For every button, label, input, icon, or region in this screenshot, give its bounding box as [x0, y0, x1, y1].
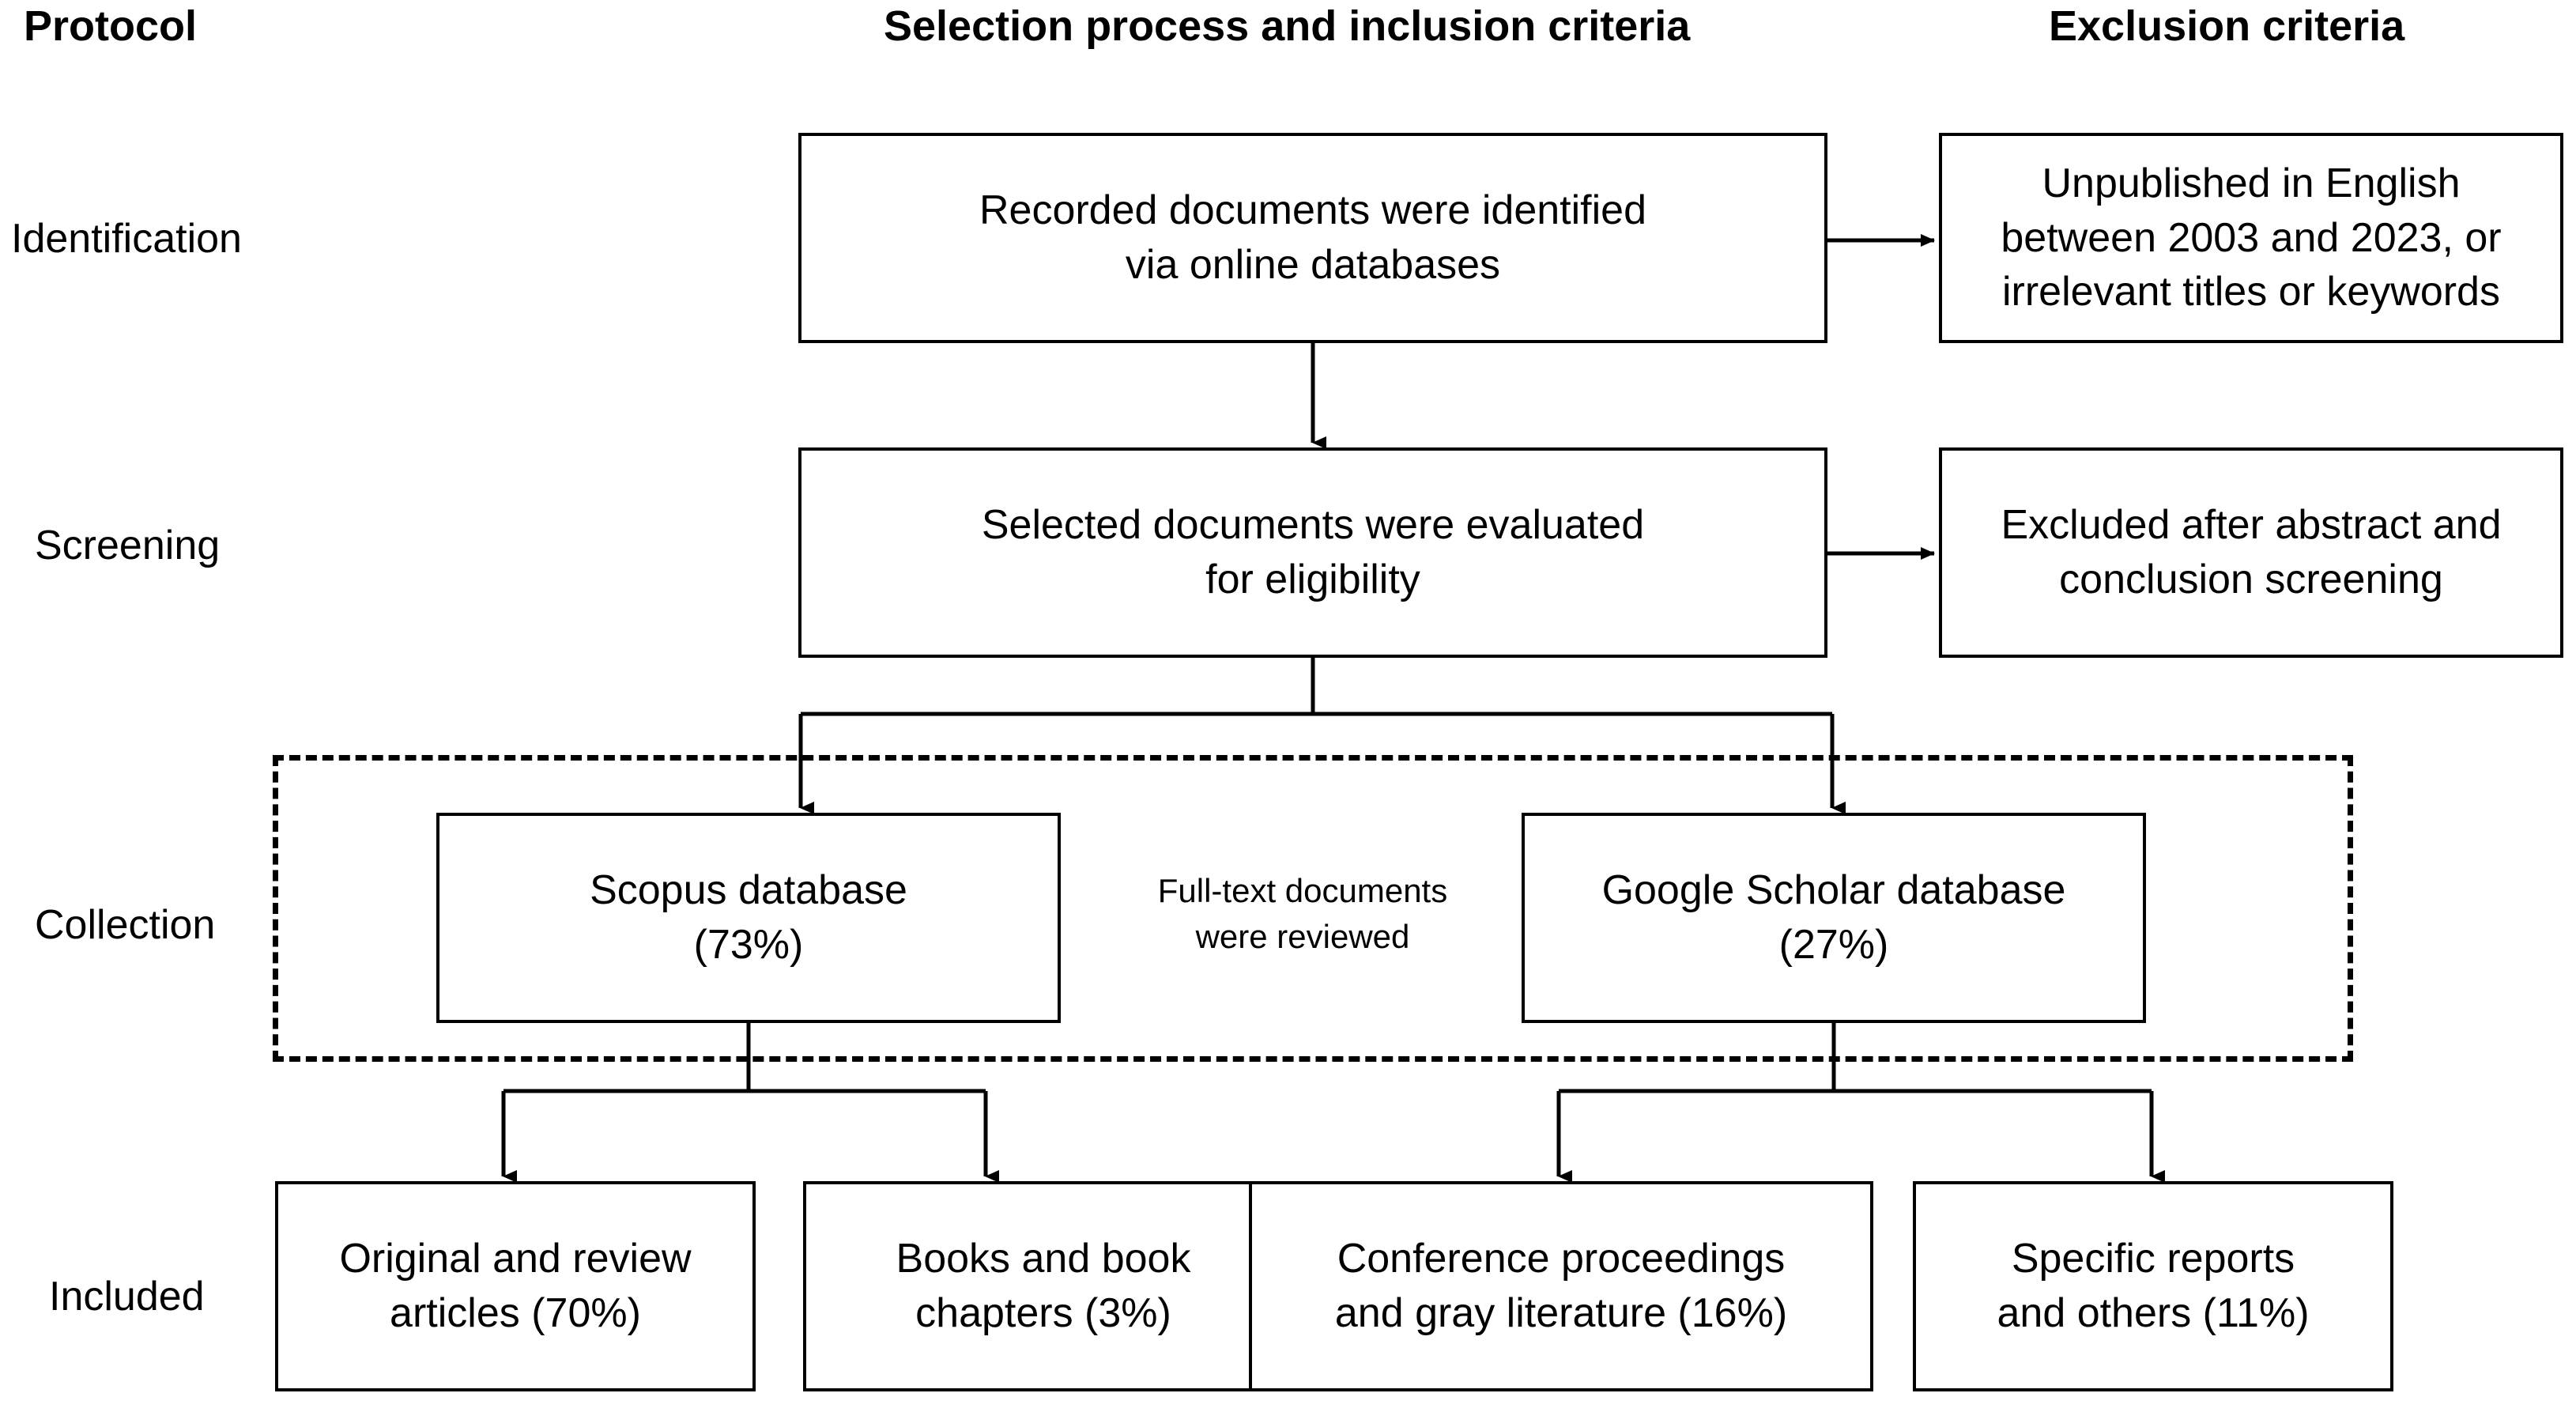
note-full-text-review: Full-text documents were reviewed: [1157, 872, 1448, 955]
stage-label-included: Included: [49, 1274, 205, 1320]
node-original-review-articles-label: Original and review articles (70%): [339, 1236, 692, 1336]
node-evaluated-eligibility[interactable]: Selected documents were evaluated for el…: [798, 447, 1827, 658]
node-evaluated-eligibility-label: Selected documents were evaluated for el…: [981, 502, 1645, 602]
node-original-review-articles[interactable]: Original and review articles (70%): [275, 1181, 756, 1391]
column-header-exclusion-criteria: Exclusion criteria: [2049, 2, 2405, 50]
node-scopus-database-label: Scopus database (73%): [590, 867, 907, 968]
node-google-scholar-database-label: Google Scholar database (27%): [1601, 867, 2066, 968]
column-header-selection-process: Selection process and inclusion criteria: [884, 2, 1691, 50]
column-header-protocol: Protocol: [24, 2, 198, 50]
node-scopus-database[interactable]: Scopus database (73%): [436, 813, 1061, 1023]
node-google-scholar-database[interactable]: Google Scholar database (27%): [1522, 813, 2146, 1023]
node-excluded-unpublished-label: Unpublished in English between 2003 and …: [2001, 160, 2502, 315]
node-specific-reports-others-label: Specific reports and others (11%): [1997, 1236, 2310, 1336]
node-conference-gray-literature[interactable]: Conference proceedings and gray literatu…: [1249, 1181, 1873, 1391]
node-conference-gray-literature-label: Conference proceedings and gray literatu…: [1334, 1236, 1788, 1336]
stage-label-screening: Screening: [35, 523, 221, 568]
stage-label-collection: Collection: [35, 902, 216, 948]
node-books-chapters-label: Books and book chapters (3%): [896, 1236, 1191, 1336]
node-excluded-unpublished[interactable]: Unpublished in English between 2003 and …: [1939, 133, 2563, 343]
node-excluded-abstract[interactable]: Excluded after abstract and conclusion s…: [1939, 447, 2563, 658]
node-books-chapters[interactable]: Books and book chapters (3%): [803, 1181, 1284, 1391]
node-identified-docs[interactable]: Recorded documents were identified via o…: [798, 133, 1827, 343]
node-specific-reports-others[interactable]: Specific reports and others (11%): [1913, 1181, 2393, 1391]
node-identified-docs-label: Recorded documents were identified via o…: [979, 187, 1647, 288]
collection-group-dashed-box: [273, 755, 2353, 1062]
stage-label-identification: Identification: [11, 216, 242, 262]
node-excluded-abstract-label: Excluded after abstract and conclusion s…: [2001, 502, 2502, 602]
